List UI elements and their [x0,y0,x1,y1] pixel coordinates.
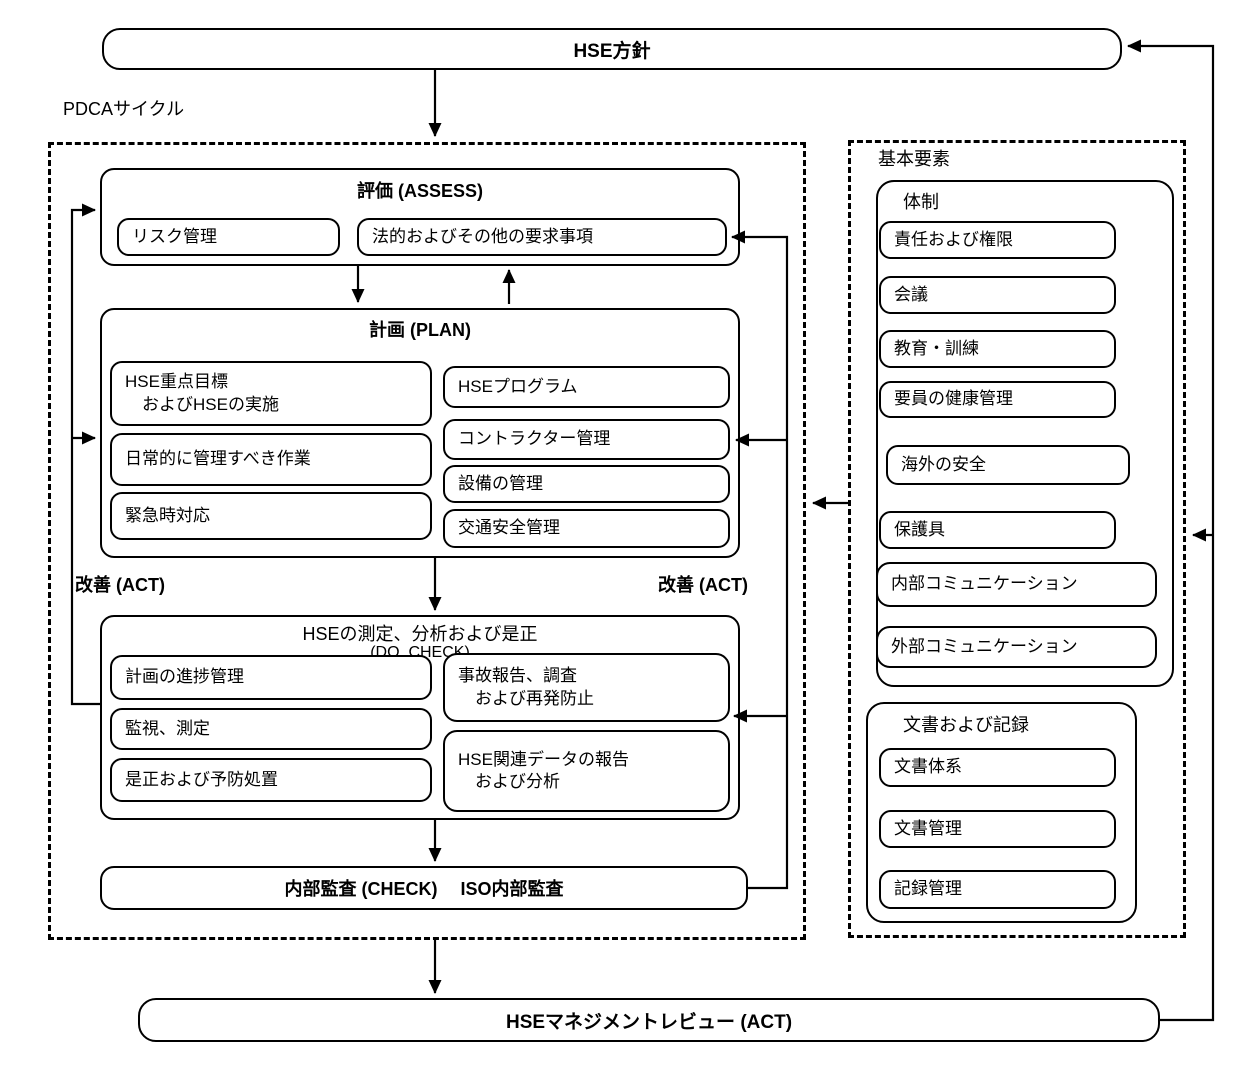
documents-title: 文書および記録 [903,715,1029,735]
overseas-safety-box: 海外の安全 [886,445,1130,485]
contractor-management-box: コントラクター管理 [443,419,730,460]
risk-management-box: リスク管理 [117,218,340,256]
hse-policy-box: HSE方針 [102,28,1122,70]
hse-key-targets-box: HSE重点目標 およびHSEの実施 [110,361,432,426]
management-review-box: HSEマネジメントレビュー (ACT) [138,998,1160,1042]
monitoring-measurement-box: 監視、測定 [110,708,432,750]
hse-data-report-box: HSE関連データの報告 および分析 [443,730,730,812]
legal-requirements-box: 法的およびその他の要求事項 [357,218,727,256]
traffic-safety-box: 交通安全管理 [443,509,730,548]
do-check-title: HSEの測定、分析および是正 [302,624,538,644]
pdca-cycle-frame [48,142,806,940]
plan-title: 計画 (PLAN) [369,320,471,340]
internal-audit-box: 内部監査 (CHECK) ISO内部監査 [100,866,748,910]
hse-program-box: HSEプログラム [443,366,730,408]
education-training-box: 教育・訓練 [879,330,1116,368]
meetings-box: 会議 [879,276,1116,314]
incident-report-box: 事故報告、調査 および再発防止 [443,653,730,722]
external-communication-box: 外部コミュニケーション [876,626,1157,668]
basic-elements-label: 基本要素 [878,149,950,169]
internal-communication-box: 内部コミュニケーション [876,562,1157,607]
act-label-left: 改善 (ACT) [75,575,165,595]
document-system-box: 文書体系 [879,748,1116,787]
facility-management-box: 設備の管理 [443,465,730,503]
responsibility-authority-box: 責任および権限 [879,221,1116,259]
personnel-health-box: 要員の健康管理 [879,381,1116,418]
daily-managed-work-box: 日常的に管理すべき作業 [110,433,432,486]
protective-equipment-box: 保護具 [879,511,1116,549]
assess-title: 評価 (ASSESS) [356,181,484,201]
corrective-preventive-box: 是正および予防処置 [110,758,432,802]
act-label-right: 改善 (ACT) [658,575,748,595]
plan-progress-box: 計画の進捗管理 [110,655,432,700]
document-management-box: 文書管理 [879,810,1116,848]
emergency-response-box: 緊急時対応 [110,492,432,540]
structure-title: 体制 [903,192,939,212]
pdca-cycle-label: PDCAサイクル [63,99,185,119]
records-management-box: 記録管理 [879,870,1116,909]
